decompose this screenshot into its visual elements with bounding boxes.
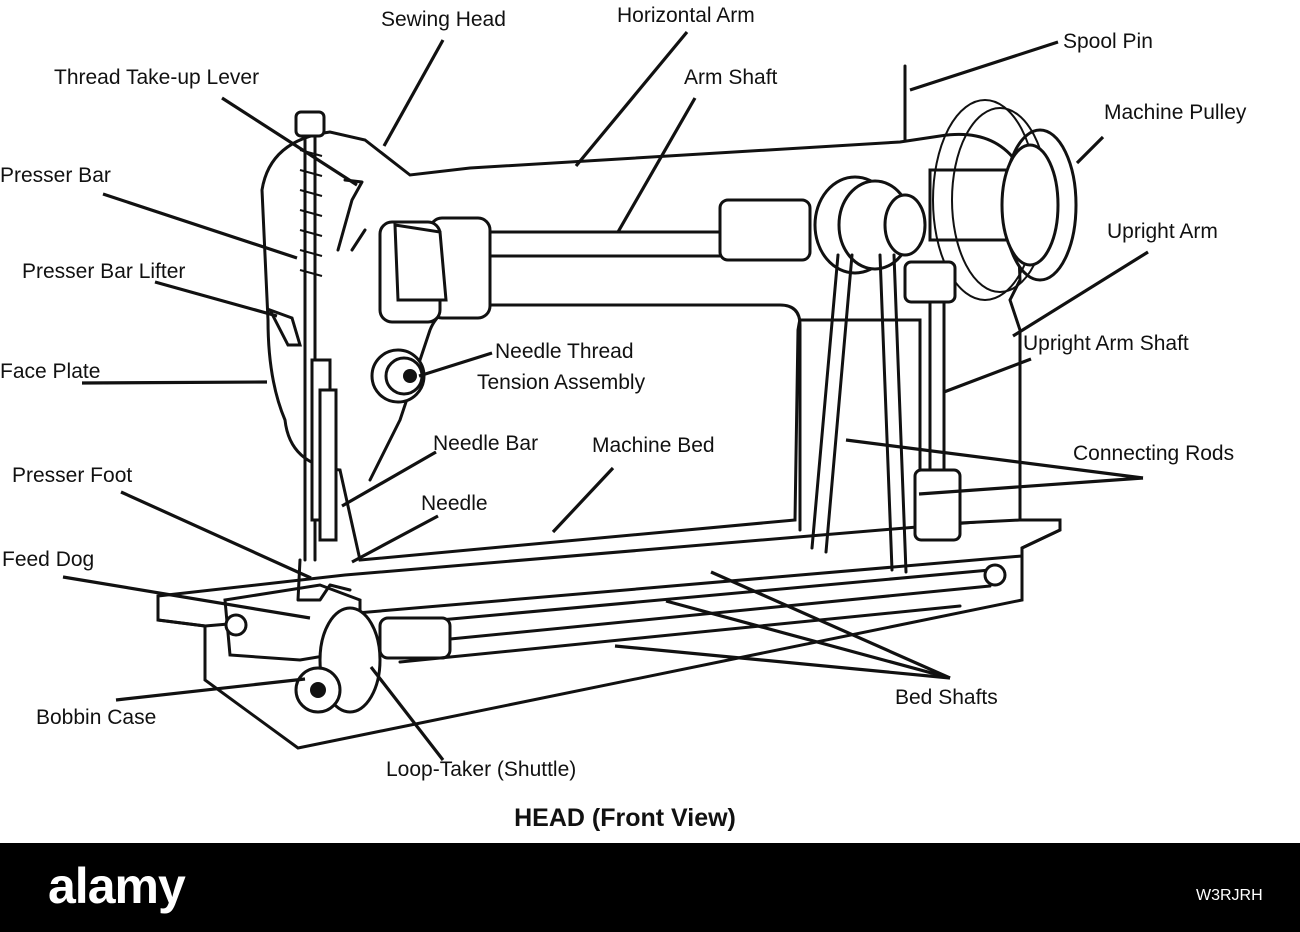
connecting-rods-drawing <box>810 253 908 574</box>
label-needle-thread: Needle Thread <box>495 340 634 363</box>
leader-lines <box>62 30 1149 761</box>
bed-shafts-drawing <box>378 563 1007 664</box>
label-loop-taker: Loop-Taker (Shuttle) <box>386 758 577 781</box>
label-connecting-rods: Connecting Rods <box>1073 442 1235 465</box>
label-presser-bar-lifter: Presser Bar Lifter <box>22 260 186 283</box>
label-thread-take-up-lever: Thread Take-up Lever <box>54 66 260 89</box>
label-face-plate: Face Plate <box>0 360 101 383</box>
brand-logo: alamy <box>48 858 186 914</box>
arm-shaft-drawing <box>378 198 812 324</box>
machine-bed-drawing <box>156 518 1062 750</box>
label-machine-pulley: Machine Pulley <box>1104 101 1247 124</box>
pulley-drawing <box>813 99 1078 301</box>
label-machine-bed: Machine Bed <box>592 434 715 457</box>
label-upright-arm: Upright Arm <box>1107 220 1218 243</box>
label-bobbin-case: Bobbin Case <box>36 706 157 729</box>
label-bed-shafts: Bed Shafts <box>895 686 998 709</box>
shuttle-drawing <box>223 558 382 714</box>
label-arm-shaft: Arm Shaft <box>684 66 778 89</box>
label-horizontal-arm: Horizontal Arm <box>617 4 755 27</box>
machine-illustration <box>62 30 1149 761</box>
label-presser-bar: Presser Bar <box>0 164 111 187</box>
label-needle: Needle <box>421 492 488 515</box>
label-feed-dog: Feed Dog <box>2 548 95 571</box>
diagram-caption: HEAD (Front View) <box>514 804 736 832</box>
tension-assembly-drawing <box>370 348 426 404</box>
watermark-footer: alamy W3RJRH <box>0 843 1300 932</box>
label-upright-arm-shaft: Upright Arm Shaft <box>1023 332 1189 355</box>
sewing-machine-diagram: Sewing Head Horizontal Arm Spool Pin Thr… <box>0 4 1247 832</box>
label-presser-foot: Presser Foot <box>12 464 133 487</box>
image-id: W3RJRH <box>1196 887 1263 904</box>
label-needle-bar: Needle Bar <box>433 432 539 455</box>
upright-arm-shaft-drawing <box>903 260 962 542</box>
label-sewing-head: Sewing Head <box>381 8 506 31</box>
label-tension-assembly: Tension Assembly <box>477 371 646 394</box>
label-spool-pin: Spool Pin <box>1063 30 1153 53</box>
needle-bar-drawing <box>266 110 367 562</box>
